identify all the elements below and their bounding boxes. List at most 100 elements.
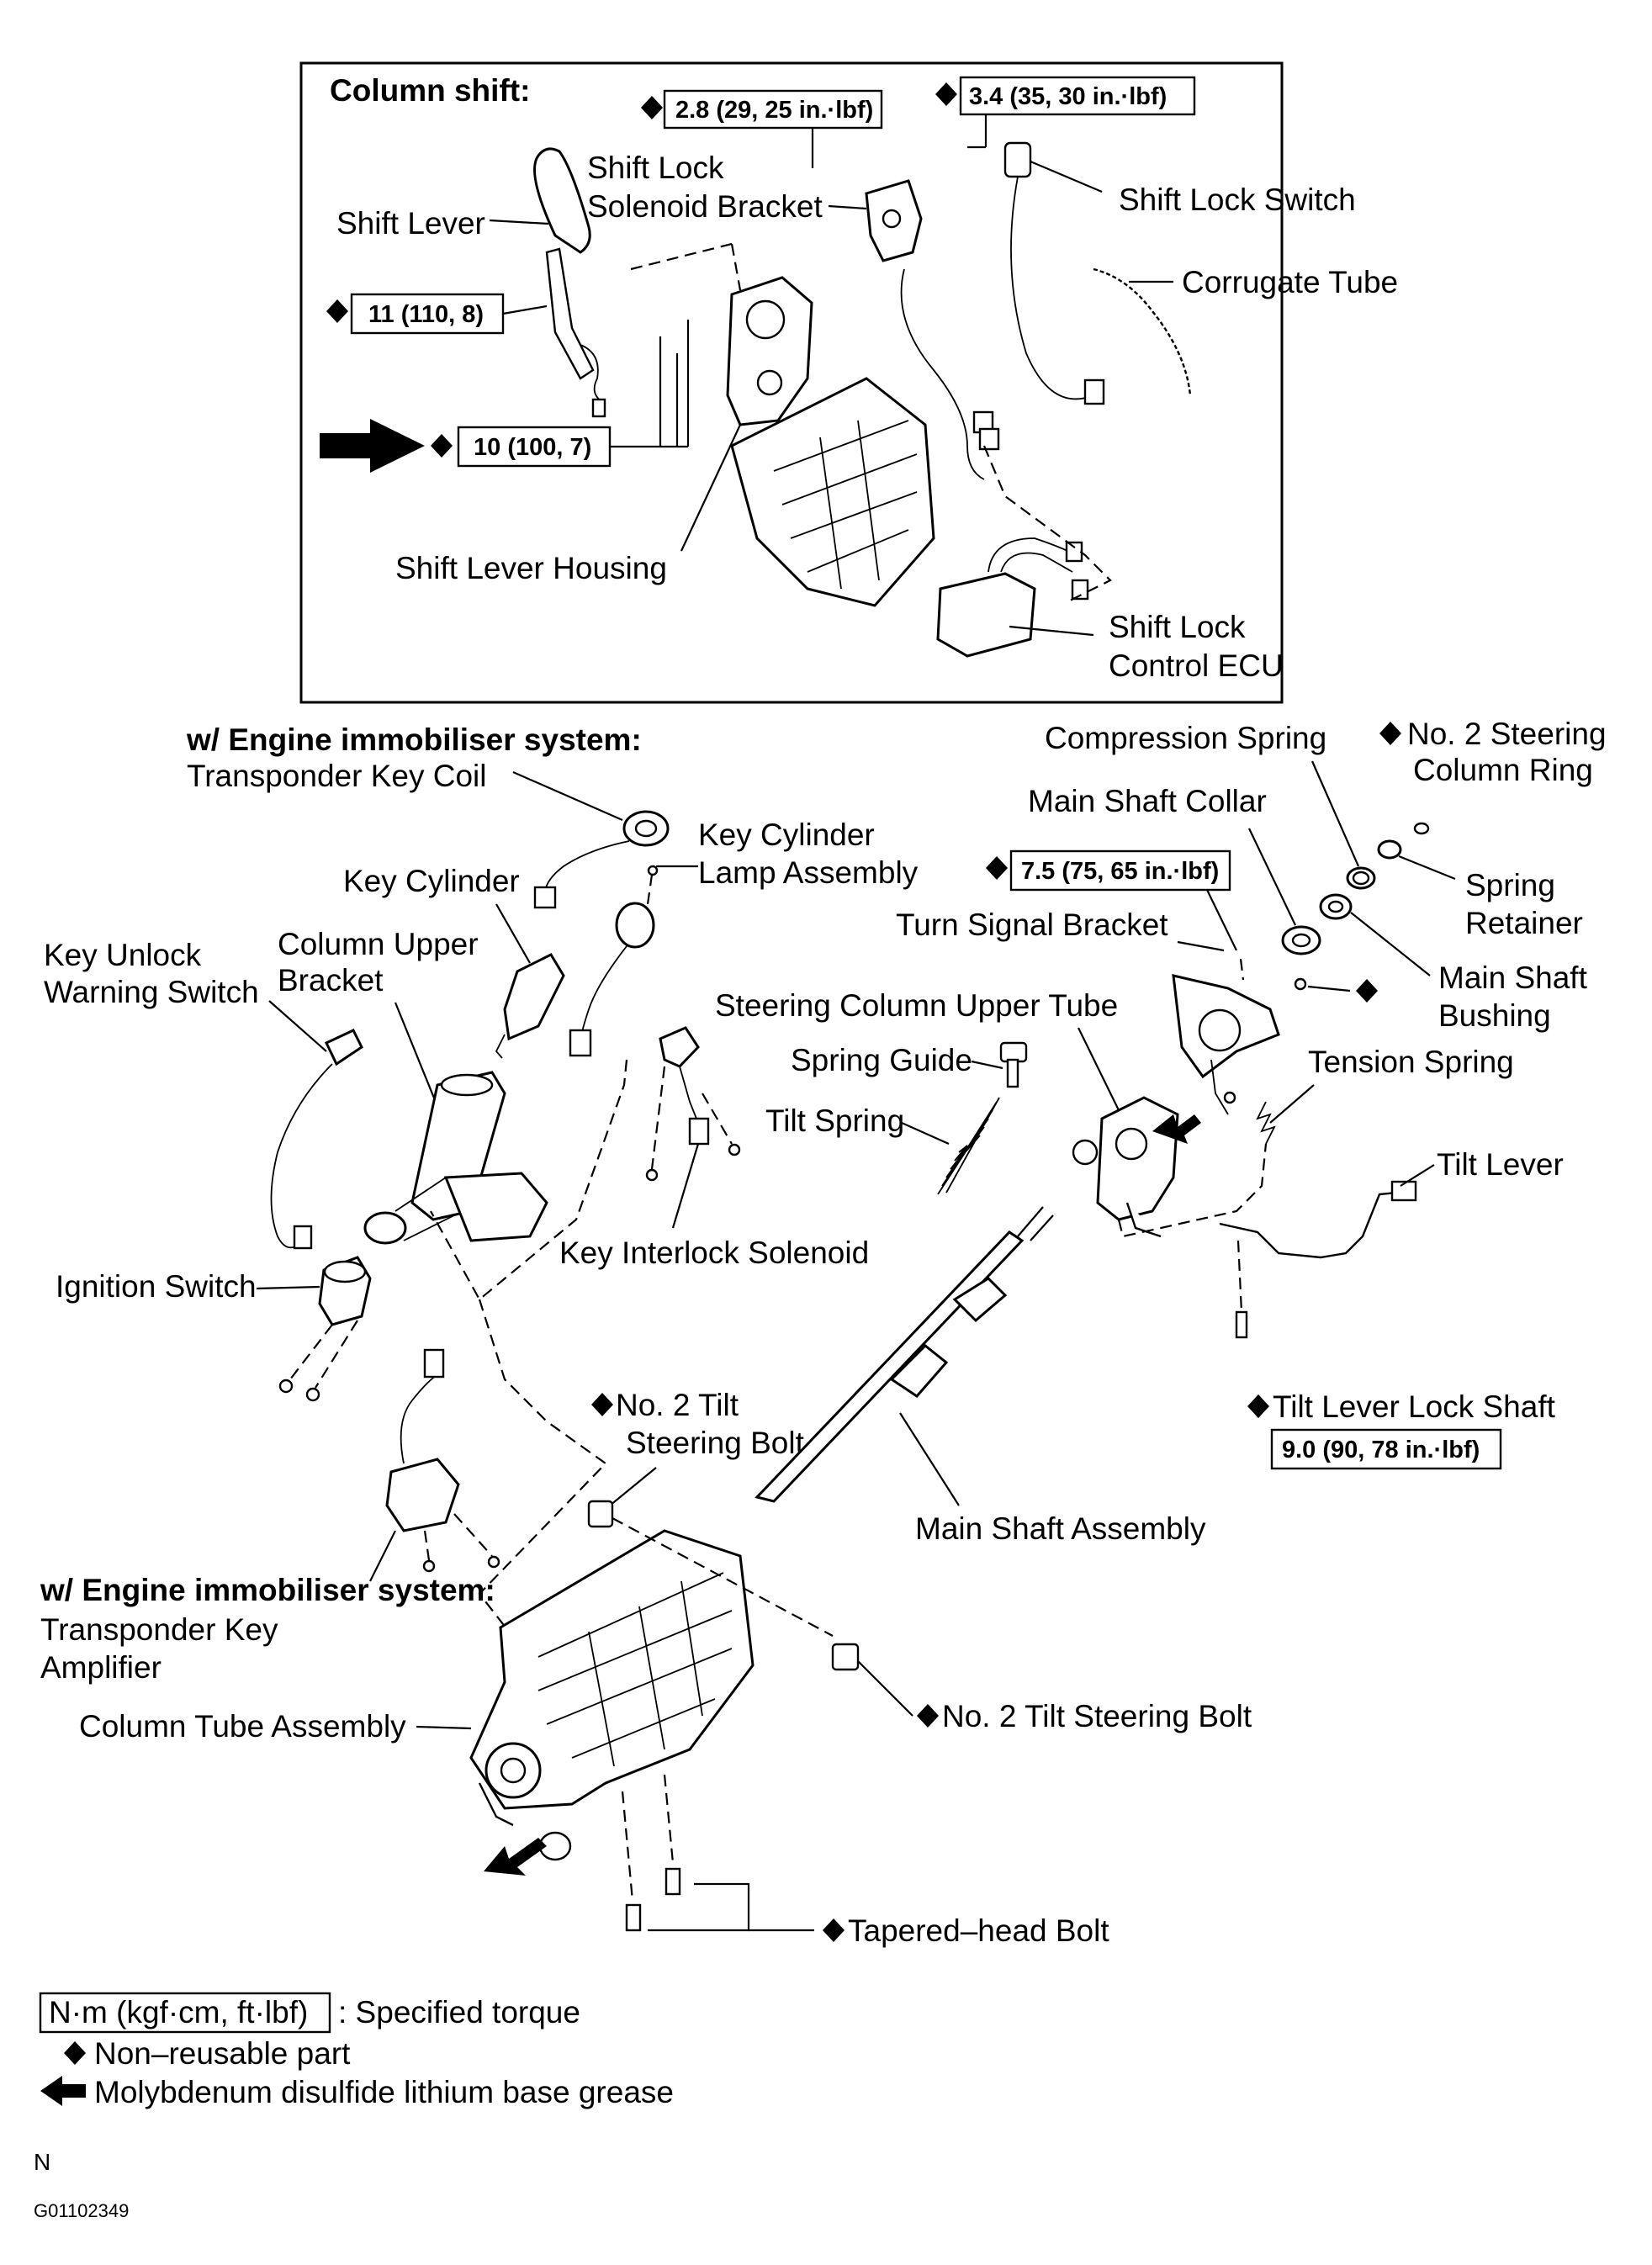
label-tilt-lever-lock-shaft: Tilt Lever Lock Shaft: [1273, 1389, 1556, 1424]
label-main-shaft-collar: Main Shaft Collar: [1028, 784, 1267, 818]
tapered-head-bolts-part: [621, 1774, 814, 1932]
torque-bracket-screw: 2.8 (29, 25 in.·lbf): [641, 89, 883, 130]
tension-spring-part: [1223, 1091, 1276, 1145]
svg-text:Solenoid Bracket: Solenoid Bracket: [587, 189, 823, 224]
main-shaft-bushing-part: [1319, 893, 1353, 920]
label-ignition-switch: Ignition Switch: [56, 1269, 257, 1304]
label-steering-column-upper-tube: Steering Column Upper Tube: [715, 988, 1118, 1023]
torque-turn-signal: 7.5 (75, 65 in.·lbf): [986, 849, 1231, 892]
label-no2-tilt-steering-bolt-upper: No. 2 Tilt: [616, 1388, 739, 1422]
non-reusable-diamond-icon: [823, 1918, 845, 1942]
key-cylinder-lamp-part: [569, 865, 659, 1057]
figure-code: G01102349: [34, 2200, 129, 2221]
non-reusable-diamond-icon: [935, 82, 957, 106]
non-reusable-diamond-icon: [986, 856, 1008, 880]
torque-lever-bolt: 11 (110, 8): [326, 293, 505, 335]
main-shaft-collar-part: [1281, 925, 1321, 955]
label-transponder-key-coil: Transponder Key Coil: [187, 759, 486, 793]
legend-non-reusable: Non–reusable part: [94, 2036, 351, 2071]
torque-switch-screw: 3.4 (35, 30 in.·lbf): [935, 76, 1196, 116]
footer-letter: N: [34, 2149, 50, 2175]
main-shaft-assembly-part: [755, 1206, 1054, 1503]
svg-text:Bushing: Bushing: [1438, 998, 1551, 1033]
label-turn-signal-bracket: Turn Signal Bracket: [896, 908, 1168, 942]
tilt-spring-part: [937, 1097, 1000, 1195]
label-tension-spring: Tension Spring: [1308, 1045, 1514, 1079]
label-main-shaft-bushing: Main Shaft: [1438, 961, 1588, 995]
grease-arrow-icon: [40, 2076, 86, 2106]
label-shift-lever: Shift Lever: [336, 206, 485, 241]
non-reusable-diamond-icon: [1356, 979, 1378, 1003]
non-reusable-diamond-icon: [326, 299, 348, 323]
legend: N·m (kgf·cm, ft·lbf) : Specified torque …: [39, 1992, 674, 2109]
transponder-key-coil-part: [533, 810, 670, 909]
label-compression-spring: Compression Spring: [1045, 721, 1326, 755]
shift-lock-switch-part: [1003, 141, 1105, 405]
svg-text:Bracket: Bracket: [278, 963, 384, 998]
grease-arrow-icon: [320, 419, 425, 473]
label-no2-tilt-steering-bolt-lower: No. 2 Tilt Steering Bolt: [942, 1699, 1252, 1733]
corrugate-tube-part: [1093, 267, 1192, 396]
footer: N G01102349: [34, 2149, 129, 2221]
label-shift-lock-control-ecu: Shift Lock: [1109, 610, 1246, 644]
key-interlock-solenoid-part: [645, 1026, 741, 1182]
svg-text:10 (100, 7): 10 (100, 7): [474, 434, 591, 461]
inset-column-tube-part: [730, 377, 935, 607]
svg-text:11 (110, 8): 11 (110, 8): [368, 301, 484, 328]
grease-arrow-icon: [484, 1838, 547, 1876]
heading-immobiliser-lower: w/ Engine immobiliser system:: [40, 1573, 495, 1607]
svg-text:Amplifier: Amplifier: [40, 1650, 161, 1685]
non-reusable-diamond-icon: [1247, 1394, 1269, 1418]
label-transponder-key-amplifier: Transponder Key: [40, 1612, 278, 1647]
grease-arrow-icon: [1152, 1114, 1201, 1144]
legend-grease: Molybdenum disulfide lithium base grease: [94, 2075, 674, 2109]
legend-torque-desc: : Specified torque: [338, 1995, 580, 2030]
svg-text:Retainer: Retainer: [1465, 906, 1583, 940]
label-key-cylinder: Key Cylinder: [343, 864, 520, 898]
heading-immobiliser-upper: w/ Engine immobiliser system:: [186, 722, 642, 757]
label-shift-lever-housing: Shift Lever Housing: [395, 551, 667, 585]
svg-text:Column Ring: Column Ring: [1413, 753, 1593, 787]
shift-lock-solenoid-bracket-part: [865, 179, 923, 262]
torque-housing-bolts: 10 (100, 7): [431, 426, 612, 468]
label-key-cylinder-lamp-assembly: Key Cylinder: [698, 818, 875, 852]
label-tilt-lever: Tilt Lever: [1437, 1147, 1564, 1182]
svg-text:Lamp Assembly: Lamp Assembly: [698, 855, 919, 890]
non-reusable-diamond-icon: [64, 2041, 86, 2065]
non-reusable-diamond-icon: [591, 1393, 613, 1416]
torque-tilt-lock: 9.0 (90, 78 in.·lbf): [1270, 1428, 1502, 1470]
inset-title: Column shift:: [330, 73, 530, 108]
label-column-upper-bracket: Column Upper: [278, 927, 479, 961]
spring-guide-part: [999, 1041, 1028, 1088]
label-spring-retainer: Spring: [1465, 868, 1555, 902]
key-unlock-warning-switch-part: [270, 1029, 363, 1250]
svg-text:Warning Switch: Warning Switch: [44, 975, 259, 1009]
column-upper-bracket-part: [363, 1071, 548, 1245]
label-tilt-spring: Tilt Spring: [765, 1103, 904, 1138]
non-reusable-diamond-icon: [1379, 722, 1401, 745]
non-reusable-diamond-icon: [431, 434, 453, 458]
column-shift-inset: Column shift: 2.8 (29, 25 in.·lbf) 3.4 (…: [299, 61, 1398, 704]
no2-steering-column-ring-part: [1413, 822, 1430, 835]
label-corrugate-tube: Corrugate Tube: [1182, 265, 1398, 299]
legend-torque-unit: N·m (kgf·cm, ft·lbf): [49, 1995, 308, 2030]
turn-signal-bracket-part: [1172, 974, 1280, 1115]
transponder-key-amplifier-part: [385, 1348, 500, 1573]
label-no2-steering-column-ring: No. 2 Steering: [1407, 717, 1607, 751]
svg-text:Steering Bolt: Steering Bolt: [626, 1426, 805, 1460]
inset-frame: [299, 61, 1284, 704]
label-column-tube-assembly: Column Tube Assembly: [79, 1709, 406, 1744]
svg-text:9.0 (90, 78 in.·lbf): 9.0 (90, 78 in.·lbf): [1282, 1437, 1480, 1463]
svg-text:2.8 (29, 25 in.·lbf): 2.8 (29, 25 in.·lbf): [675, 97, 873, 124]
svg-text:7.5 (75, 65 in.·lbf): 7.5 (75, 65 in.·lbf): [1021, 858, 1219, 885]
spring-retainer-part: [1377, 839, 1402, 860]
non-reusable-diamond-icon: [641, 96, 663, 119]
label-shift-lock-switch: Shift Lock Switch: [1119, 183, 1356, 217]
shift-lever-part: [533, 147, 606, 418]
shift-lever-housing-part: [630, 242, 825, 472]
shift-lock-control-ecu-part: [936, 537, 1089, 658]
label-main-shaft-assembly: Main Shaft Assembly: [915, 1511, 1206, 1546]
label-key-interlock-solenoid: Key Interlock Solenoid: [559, 1236, 869, 1270]
label-key-unlock-warning-switch: Key Unlock: [44, 938, 202, 972]
